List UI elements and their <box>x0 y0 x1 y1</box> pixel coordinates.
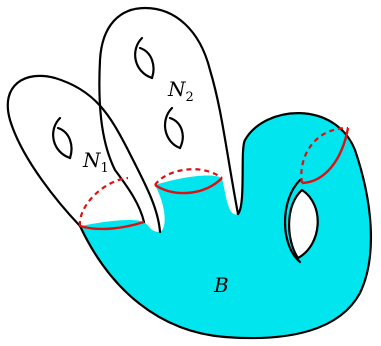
handle-middle-icon <box>165 108 183 148</box>
label-n1-sub: 1 <box>101 161 109 176</box>
label-n2-sub: 2 <box>186 90 194 105</box>
label-n1: N1 <box>82 148 109 176</box>
handle-left-icon <box>53 118 71 158</box>
label-n2: N2 <box>167 77 194 105</box>
label-b: B <box>213 273 229 297</box>
label-n2-base: N <box>167 77 187 101</box>
label-n1-base: N <box>82 148 102 172</box>
handle-top-icon <box>135 38 153 78</box>
